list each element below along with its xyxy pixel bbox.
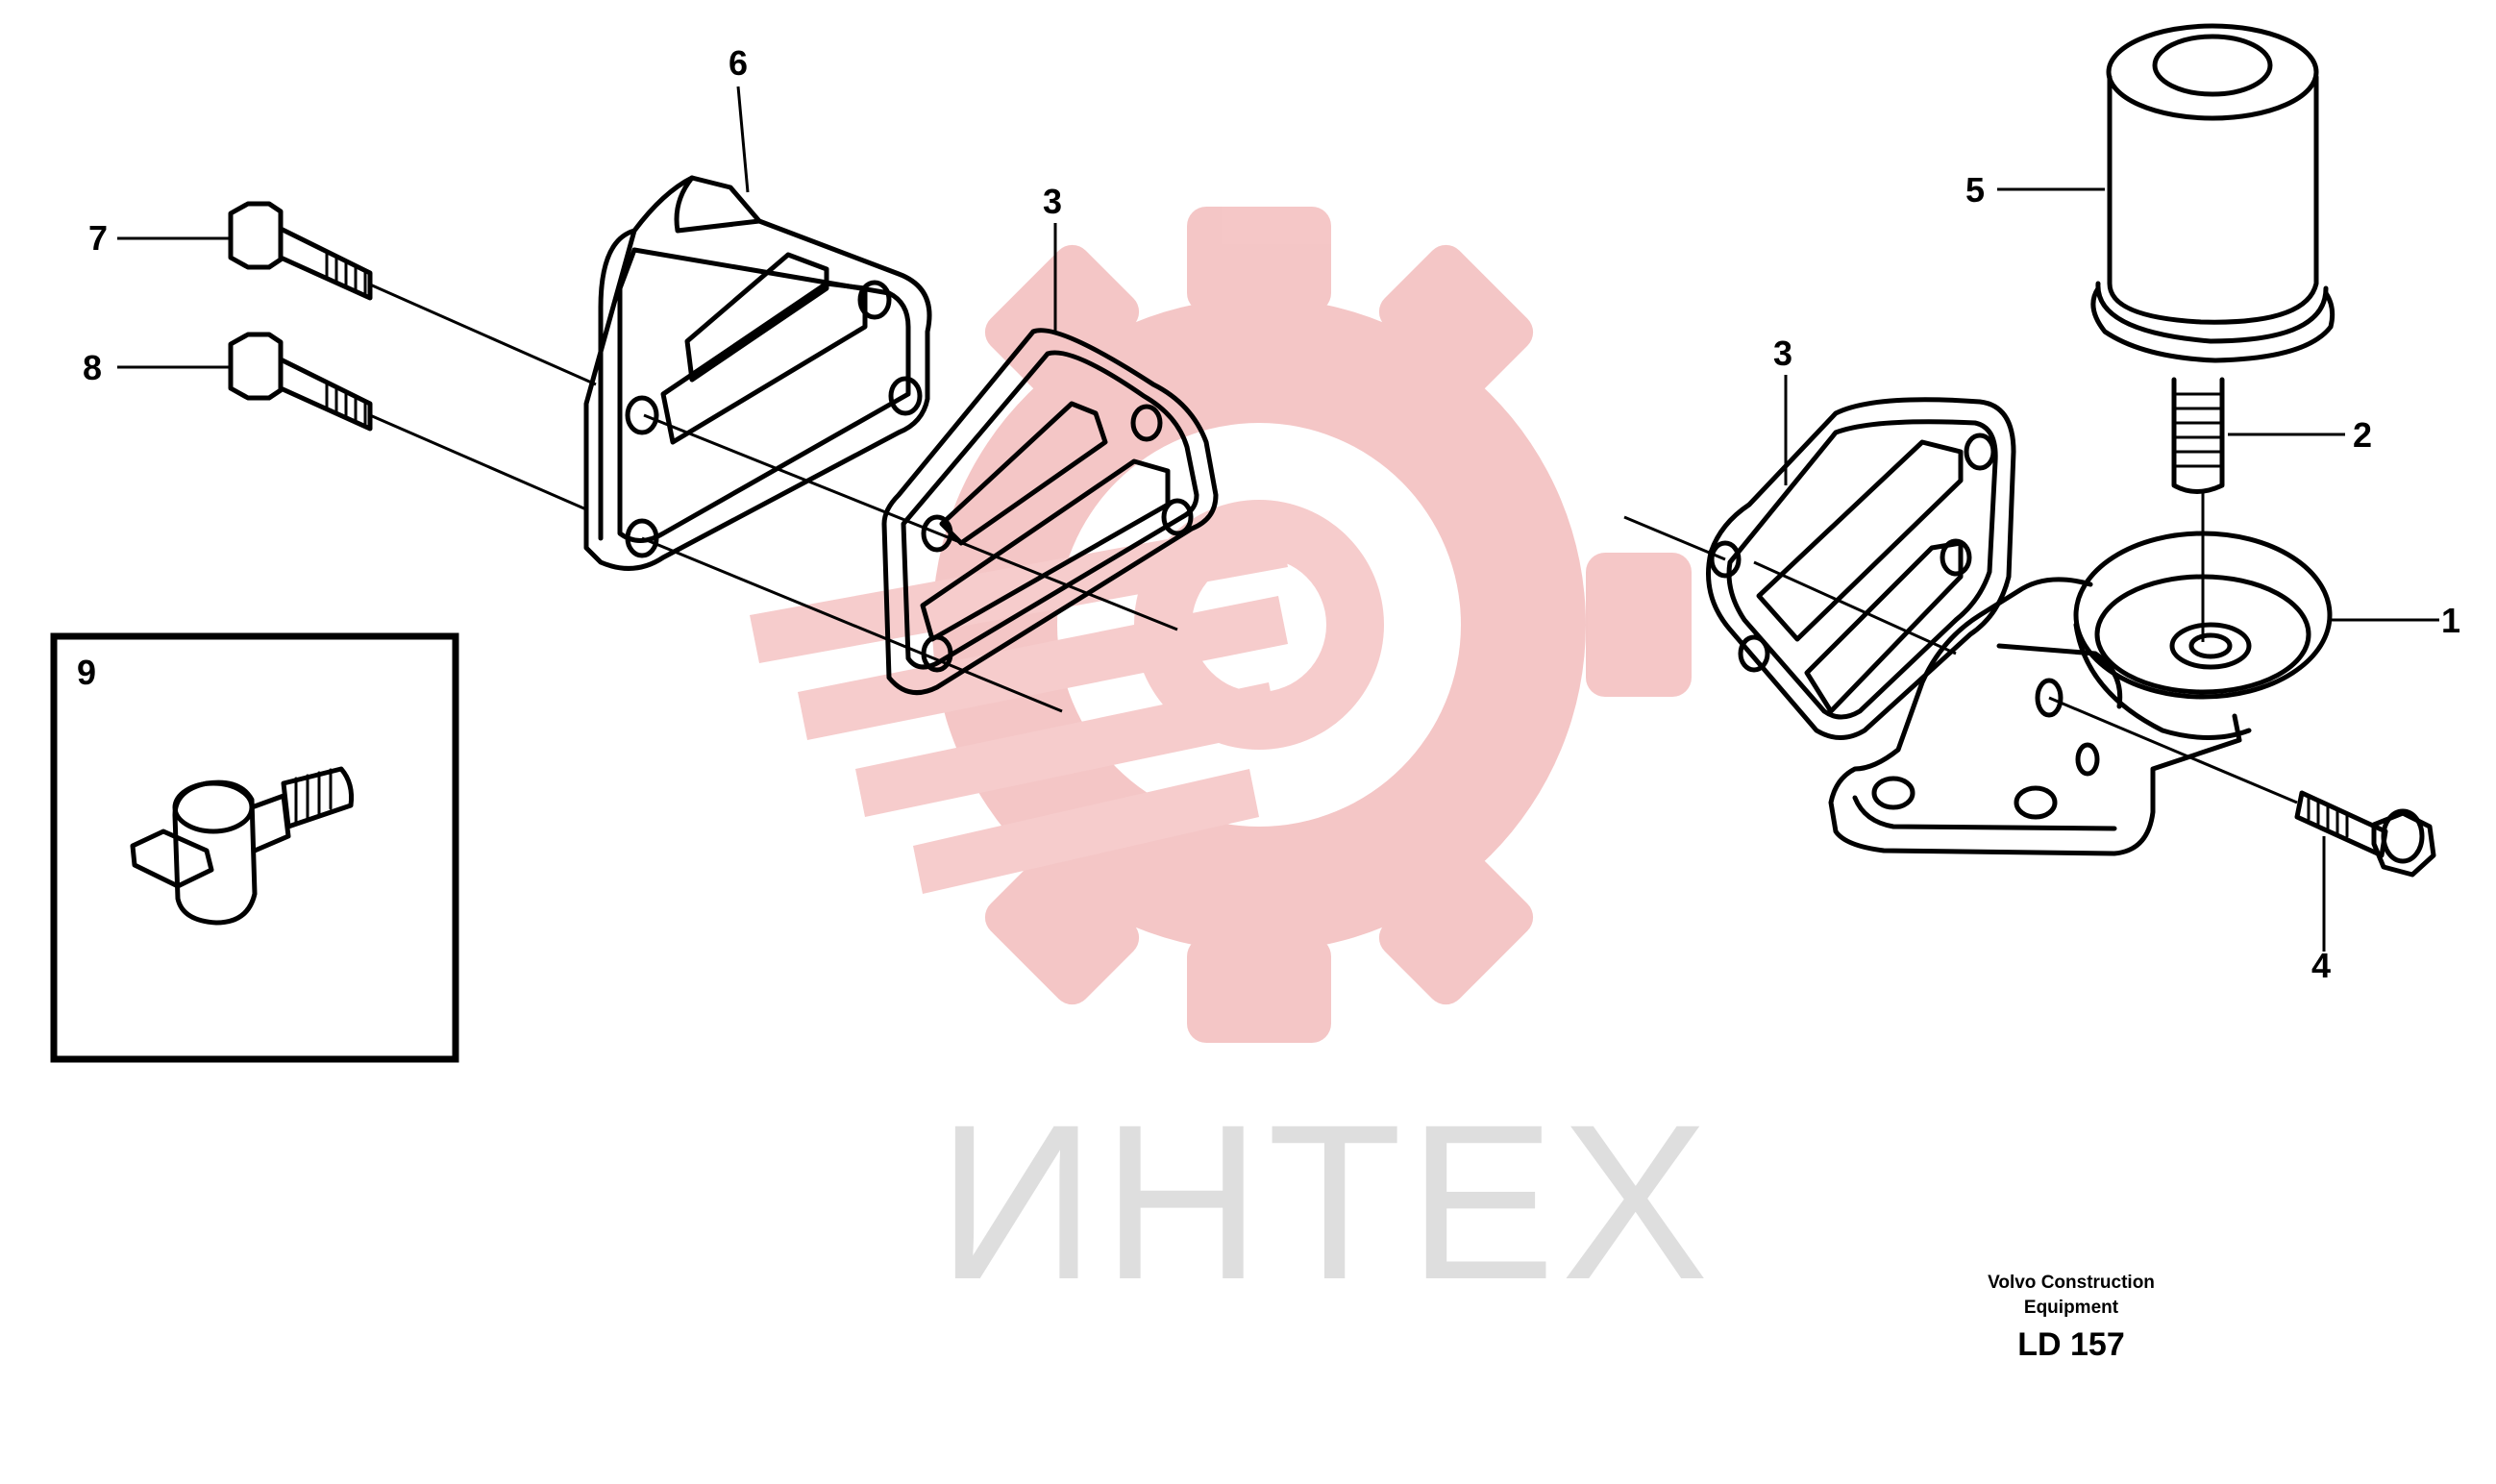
callout-6: 6	[729, 43, 748, 83]
callout-5: 5	[1965, 170, 1985, 210]
callout-3-left: 3	[1043, 182, 1062, 221]
footer-credit: Volvo Construction Equipment LD 157	[1988, 1273, 2155, 1363]
callout-labels: 1 2 3 3 4 5 6 7 8 9	[77, 43, 2460, 985]
watermark-text: ИНТЕХ	[937, 1078, 1715, 1325]
callout-leaders	[117, 86, 2439, 952]
watermark-gear-logo: ИНТЕХ	[750, 207, 1715, 1325]
callout-7: 7	[88, 218, 108, 258]
callout-2: 2	[2353, 415, 2372, 455]
callout-4: 4	[2311, 946, 2331, 985]
cover-part-6	[583, 175, 932, 571]
footer-maker-line2: Equipment	[2024, 1298, 2119, 1318]
bolt-part-8	[228, 332, 373, 432]
callout-8: 8	[83, 348, 102, 387]
assembly-lines	[369, 283, 2298, 804]
gasket-part-3-right	[1706, 397, 2016, 740]
footer-maker-line1: Volvo Construction	[1988, 1273, 2155, 1293]
bolt-part-7	[228, 201, 373, 301]
gasket-part-3-left	[881, 328, 1219, 696]
filter-part-5	[2090, 23, 2335, 363]
callout-3-right: 3	[1773, 334, 1792, 373]
stud-part-2	[2171, 377, 2225, 494]
callout-1: 1	[2441, 601, 2460, 640]
footer-drawing-code: LD 157	[2017, 1326, 2125, 1363]
callout-9: 9	[77, 653, 96, 692]
inset-box-part-9	[50, 632, 459, 1063]
bolt-part-4	[2294, 790, 2436, 878]
